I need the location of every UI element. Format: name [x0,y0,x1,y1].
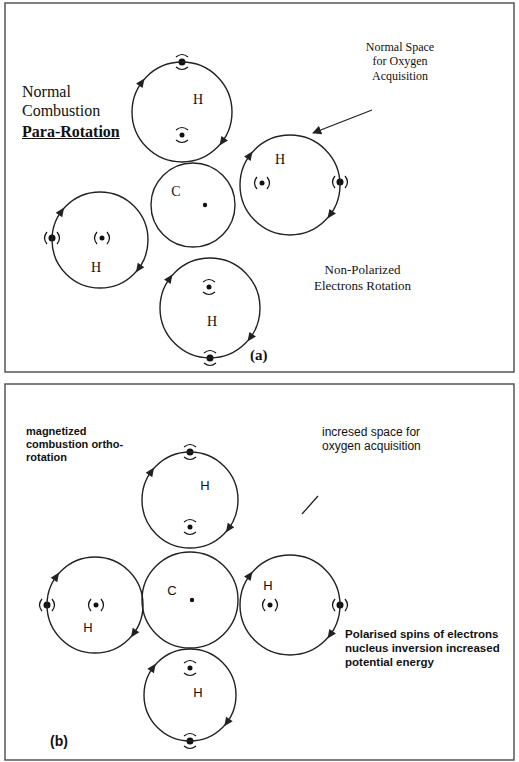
orbit-circle [240,135,340,235]
nucleus-dot [203,203,207,207]
spin-bracket [184,520,196,535]
atom-symbol: H [200,479,209,492]
spin-bracket [176,128,188,143]
hydrogen-atom: H [131,61,233,163]
panel-title: Normal Combustion [22,82,134,120]
atom-symbol: H [193,93,203,107]
nucleus-dot [100,236,105,241]
callout-note: incresed space for oxygen acquisition [322,425,430,454]
spin-bracket [255,177,270,189]
spin-bracket [184,661,196,676]
orbit-circle [151,163,235,247]
hydrogen-atom: H [239,134,341,236]
orbit-circle [144,649,236,741]
atom-symbol: C [167,584,176,597]
atom-circle [141,551,239,649]
atom-circle [131,61,233,163]
orbit-circle [142,552,238,648]
panel-frame [5,384,514,760]
orbit-circle [47,557,143,653]
nucleus-dot [188,666,193,671]
atom-symbol: H [207,315,217,329]
hydrogen-atom: H [46,556,144,654]
panel-label: (b) [50,733,68,750]
spin-bracket [263,599,278,611]
atom-symbol: C [171,185,180,199]
nucleus-dot [94,603,99,608]
nucleus-dot [207,285,212,290]
atom-circle [239,554,341,656]
nucleus-dot [260,181,265,186]
atom-symbol: H [275,153,285,167]
orbit-circle [132,62,232,162]
hydrogen-atom: H [239,554,341,656]
panel-title: magnetized combustion ortho-rotation [26,425,138,465]
orbit-circle [160,258,260,358]
atom-circle [150,162,236,248]
callout-note: Polarised spins of electrons nucleus inv… [345,628,507,669]
hydrogen-atom: H [51,191,149,289]
hydrogen-atom: H [143,648,237,742]
atom-circle [239,134,341,236]
panel-title: Para-Rotation [22,122,120,141]
spin-bracket [203,280,215,295]
orbit-circle [142,452,238,548]
carbon-atom: C [150,162,236,248]
panel-label: (a) [250,346,268,364]
atom-circle [143,648,237,742]
leader-arrow [313,110,372,133]
nucleus-dot [268,603,273,608]
hydrogen-atom: H [141,451,239,549]
nucleus-dot [180,133,185,138]
orbit-circle [240,555,340,655]
atom-circle [46,556,144,654]
spin-bracket [95,232,110,244]
atom-circle [141,451,239,549]
atom-symbol: H [193,686,202,699]
nucleus-dot [188,525,193,530]
orbit-circle [52,192,148,288]
spin-bracket [89,599,104,611]
callout-note: Non-Polarized Electrons Rotation [300,262,425,293]
atom-symbol: H [263,579,272,592]
atom-symbol: H [91,261,101,275]
panel-frame [5,3,514,372]
atom-symbol: H [83,621,92,634]
carbon-atom: C [141,551,239,649]
callout-note: Normal Space for Oxygen Acquisition [358,40,442,83]
nucleus-dot [190,598,194,602]
leader-line [302,496,318,514]
hydrogen-atom: H [159,257,261,359]
atom-circle [159,257,261,359]
